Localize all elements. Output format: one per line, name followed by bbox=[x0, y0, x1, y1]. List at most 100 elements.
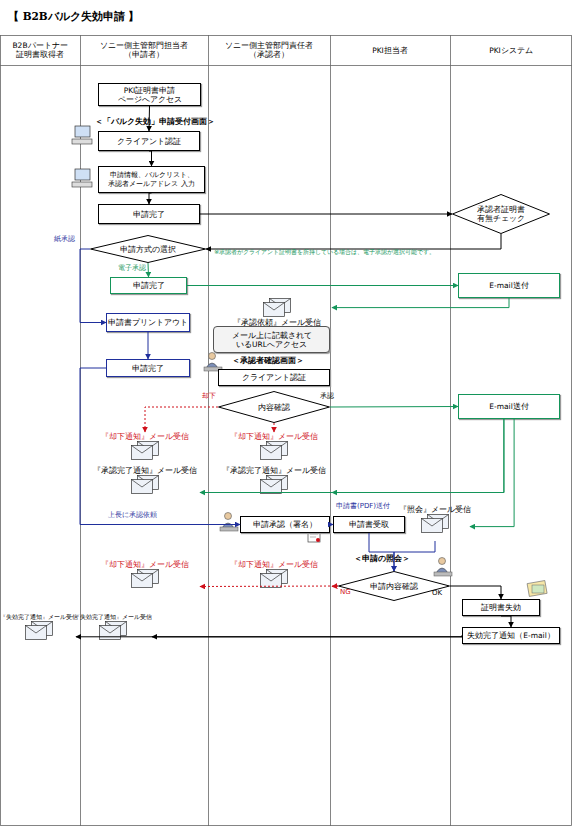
text-group: PKIシステム bbox=[489, 46, 533, 55]
process-box: 申請完了 bbox=[98, 204, 200, 224]
decision-diamond: 承認者証明書 有無チェック bbox=[452, 194, 550, 234]
envelope-icon bbox=[260, 475, 288, 495]
text-group: クライアント認証 bbox=[242, 373, 306, 382]
text-group: 申請書受取 bbox=[349, 520, 389, 529]
envelope-icon bbox=[131, 475, 159, 495]
process-box: 申請完了 bbox=[106, 359, 190, 377]
mail-receipt: 『却下通知』メール受信 bbox=[90, 560, 200, 594]
node-text: 『失効完了通知』メール受信 bbox=[74, 614, 152, 621]
connector bbox=[80, 368, 240, 525]
text-group: 承認者証明書 有無チェック bbox=[467, 205, 536, 223]
node-text: 申請完了 bbox=[132, 364, 164, 373]
text-group: E-mail送付 bbox=[489, 281, 529, 290]
text-group: 申請方式の選択 bbox=[120, 245, 176, 254]
connector bbox=[149, 151, 152, 166]
node-text: 『却下通知』メール受信 bbox=[230, 560, 318, 569]
edge-label: 承認 bbox=[320, 393, 334, 401]
connector bbox=[149, 193, 152, 204]
process-box: 申請承認（署名） bbox=[240, 516, 330, 533]
person-icon bbox=[434, 558, 452, 577]
text-group: 『失効完了通知』メール受信 bbox=[0, 614, 78, 621]
node-text: 『失効完了通知』メール受信 bbox=[0, 614, 78, 621]
text-group: メール上に記載されて いるURLへアクセス bbox=[215, 331, 328, 349]
lane-header: PKI担当者 bbox=[330, 35, 450, 65]
decision-diamond: 申請方式の選択 bbox=[90, 235, 206, 263]
node-text: 申請情報、バルクリスト、 承認者メールアドレス 入力 bbox=[100, 171, 203, 188]
text-group: クライアント認証 bbox=[117, 137, 181, 146]
lane-header: PKIシステム bbox=[450, 35, 572, 65]
text-group: 『承認依頼』メール受信 bbox=[233, 318, 321, 327]
connector bbox=[332, 419, 504, 493]
process-box: 申請書プリントアウト bbox=[106, 313, 190, 332]
process-box: E-mail送付 bbox=[458, 394, 560, 419]
mail-receipt: 『却下通知』メール受信 bbox=[216, 560, 332, 594]
node-text: 申請方式の選択 bbox=[120, 245, 176, 254]
envelope-icon bbox=[260, 441, 288, 461]
node-text: クライアント認証 bbox=[117, 137, 181, 146]
text-group: 『照会』メール受信 bbox=[399, 505, 471, 514]
node-text: 申請完了 bbox=[133, 210, 165, 219]
process-box: 申請書受取 bbox=[333, 516, 405, 533]
connector bbox=[80, 249, 106, 323]
node-text: 証明書失効 bbox=[481, 603, 521, 612]
process-box: クライアント認証 bbox=[218, 369, 330, 386]
connector bbox=[152, 636, 462, 637]
connector bbox=[369, 533, 394, 571]
process-box: E-mail送付 bbox=[458, 273, 560, 298]
text-group: 申請情報、バルクリスト、 承認者メールアドレス 入力 bbox=[100, 171, 203, 188]
lane-header: B2Bパートナー 証明書取得者 bbox=[0, 35, 80, 65]
text-group: 申請完了 bbox=[133, 281, 165, 290]
node-text: 失効完了通知（E-mail） bbox=[467, 631, 555, 640]
decision-diamond: 内容確認 bbox=[218, 391, 330, 423]
text-group: 『承認完了通知』メール受信 bbox=[93, 466, 197, 475]
process-box: 申請情報、バルクリスト、 承認者メールアドレス 入力 bbox=[98, 166, 205, 193]
node-text: 申請書受取 bbox=[349, 520, 389, 529]
text-group: 『失効完了通知』メール受信 bbox=[74, 614, 152, 621]
mail-receipt: 『失効完了通知』メール受信 bbox=[2, 614, 76, 652]
envelope-icon bbox=[25, 621, 53, 641]
text-group: 内容確認 bbox=[258, 403, 290, 412]
mail-receipt: 『承認依頼』メール受信 bbox=[222, 298, 332, 330]
text-group: 証明書失効 bbox=[481, 603, 521, 612]
text-group: 申請承認（署名） bbox=[253, 520, 317, 529]
computer-icon bbox=[72, 169, 92, 187]
annotation: ＜「バルク失効」申請受付画面＞ bbox=[95, 117, 215, 126]
envelope-icon bbox=[421, 514, 449, 534]
edge-label: 上長に承認依頼 bbox=[108, 512, 157, 520]
text-group: 申請書プリントアウト bbox=[108, 318, 188, 327]
text-group: 『承認完了通知』メール受信 bbox=[222, 466, 326, 475]
text-group: ソニー側主管部門担当者 （申請者） bbox=[88, 41, 200, 59]
node-text: 内容確認 bbox=[258, 403, 290, 412]
connector bbox=[148, 263, 150, 277]
node-text: 『照会』メール受信 bbox=[399, 505, 471, 514]
process-box: メール上に記載されて いるURLへアクセス bbox=[213, 326, 330, 353]
node-text: ソニー側主管部門担当者 （申請者） bbox=[88, 41, 200, 59]
computer-icon bbox=[72, 126, 92, 144]
connector bbox=[501, 616, 511, 627]
edge-label: 電子承認 bbox=[118, 265, 146, 273]
node-text: 申請承認（署名） bbox=[253, 520, 317, 529]
connector bbox=[330, 524, 333, 525]
text-group: 『却下通知』メール受信 bbox=[230, 560, 318, 569]
process-box: 証明書失効 bbox=[462, 599, 540, 616]
text-group: 申請内容確認 bbox=[370, 582, 418, 591]
edge-label: OK bbox=[432, 590, 442, 598]
text-group: 失効完了通知（E-mail） bbox=[467, 631, 555, 640]
mail-receipt: 『照会』メール受信 bbox=[400, 505, 470, 541]
annotation: ＜承認者確認画面＞ bbox=[232, 356, 304, 365]
connector bbox=[76, 636, 462, 637]
envelope-icon bbox=[131, 569, 159, 589]
connector bbox=[200, 586, 338, 588]
node-text: 『却下通知』メール受信 bbox=[230, 432, 318, 441]
certificate-icon bbox=[527, 581, 547, 597]
edge-label: 申請書(PDF)送付 bbox=[336, 503, 390, 511]
node-text: メール上に記載されて いるURLへアクセス bbox=[215, 331, 328, 349]
text-group: 申請完了 bbox=[132, 364, 164, 373]
node-text: 『却下通知』メール受信 bbox=[101, 432, 189, 441]
node-text: E-mail送付 bbox=[489, 281, 529, 290]
node-text: PKIシステム bbox=[489, 46, 533, 55]
annotation: ※承認者がクライアント証明書を所持している場合は、電子承認が選択可能です。 bbox=[214, 248, 435, 256]
text-group: PKI担当者 bbox=[372, 46, 408, 55]
